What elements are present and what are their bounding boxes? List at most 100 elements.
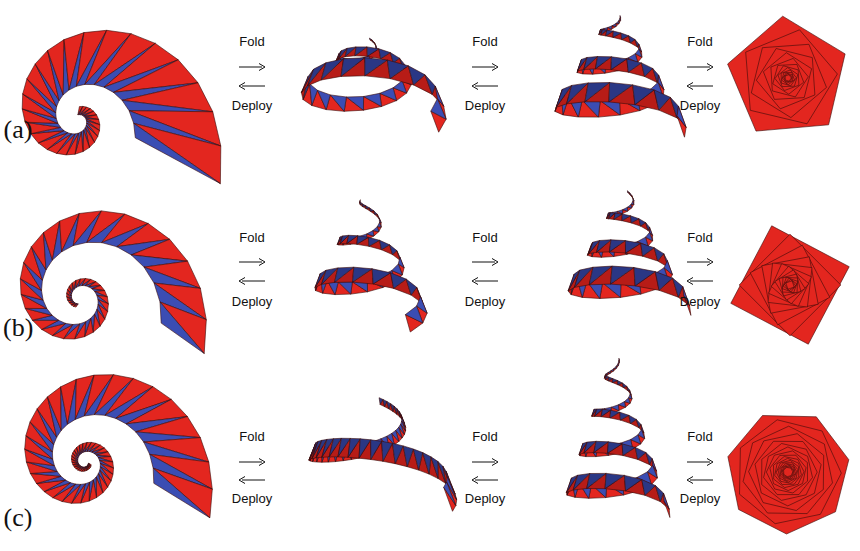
facet (353, 267, 373, 282)
facet (728, 16, 846, 131)
facet (89, 480, 96, 501)
fold-deploy-arrows (239, 64, 713, 484)
facet (144, 261, 200, 288)
arrow-head (707, 64, 713, 71)
facet (85, 318, 94, 336)
facet (347, 235, 358, 243)
facet (377, 214, 379, 218)
facet (635, 49, 642, 57)
facet (413, 449, 422, 470)
arrow-shaft (239, 67, 262, 68)
facet (86, 465, 88, 470)
arrow-shaft (242, 480, 265, 481)
arrow-head (239, 278, 245, 285)
facet (610, 410, 620, 418)
facet (595, 57, 611, 69)
arrow-head (259, 64, 265, 71)
arrow-head (472, 278, 478, 285)
deploy-label: Deploy (232, 492, 272, 506)
facet (341, 58, 365, 77)
facet (153, 468, 210, 518)
deploy-label: Deploy (232, 99, 272, 113)
facet (335, 267, 354, 282)
arrow-head (687, 477, 693, 484)
facet (622, 214, 631, 221)
arrow-head (707, 259, 713, 266)
facet (769, 264, 812, 307)
facet (587, 473, 606, 488)
facet (783, 467, 794, 478)
folded-shape (309, 398, 457, 512)
facet (763, 53, 811, 100)
facet (635, 447, 646, 459)
facet (653, 68, 659, 82)
facet (614, 213, 622, 219)
facet (367, 47, 379, 56)
facet (96, 477, 103, 498)
facet (620, 16, 622, 19)
facet (612, 379, 617, 383)
facet (367, 231, 374, 236)
facet (372, 40, 374, 43)
facet (635, 40, 639, 48)
facet (750, 245, 830, 325)
facet (338, 282, 352, 294)
facet (618, 358, 620, 361)
facet (780, 464, 797, 481)
facet (611, 57, 627, 70)
facet (606, 373, 608, 376)
facet (348, 438, 360, 457)
fold-label: Fold (687, 35, 712, 49)
facet (582, 100, 600, 117)
fold-label: Fold (239, 231, 264, 245)
facet (321, 59, 343, 80)
facet (373, 42, 376, 45)
facet (373, 227, 379, 232)
facet (387, 401, 391, 409)
facet (405, 306, 422, 323)
facet (783, 73, 793, 83)
facet (134, 123, 221, 183)
facet (616, 24, 619, 27)
facet (372, 269, 390, 284)
facet (595, 57, 611, 70)
facet (387, 60, 408, 79)
facet (96, 452, 110, 457)
facet (743, 426, 832, 513)
facet (359, 439, 371, 458)
facet (629, 415, 636, 423)
folded-rosette (728, 16, 846, 131)
facet (391, 273, 407, 289)
arrow-shaft (239, 262, 262, 263)
facet (642, 480, 656, 496)
facet (391, 404, 394, 412)
facet (656, 486, 664, 502)
facet (425, 75, 435, 95)
facet (72, 280, 76, 289)
facet (775, 458, 802, 484)
arrow-shaft (690, 480, 713, 481)
fold-label: Fold (472, 231, 497, 245)
facet (782, 466, 794, 479)
facet (160, 302, 206, 354)
facet (782, 73, 795, 85)
facet (639, 219, 646, 226)
facet (32, 320, 58, 329)
facet (611, 266, 635, 284)
facet (48, 387, 62, 431)
crease-pattern (22, 30, 221, 183)
facet (438, 461, 446, 483)
facet (623, 383, 627, 387)
facet (731, 226, 849, 344)
facet (770, 455, 806, 490)
facet (631, 201, 634, 204)
folded-rosette (728, 416, 849, 535)
facet (601, 409, 611, 417)
fold-label: Fold (472, 430, 497, 444)
facet (641, 63, 652, 77)
arrow-head (259, 459, 265, 466)
facet (69, 303, 75, 305)
facet (623, 207, 628, 211)
facet (408, 66, 425, 85)
